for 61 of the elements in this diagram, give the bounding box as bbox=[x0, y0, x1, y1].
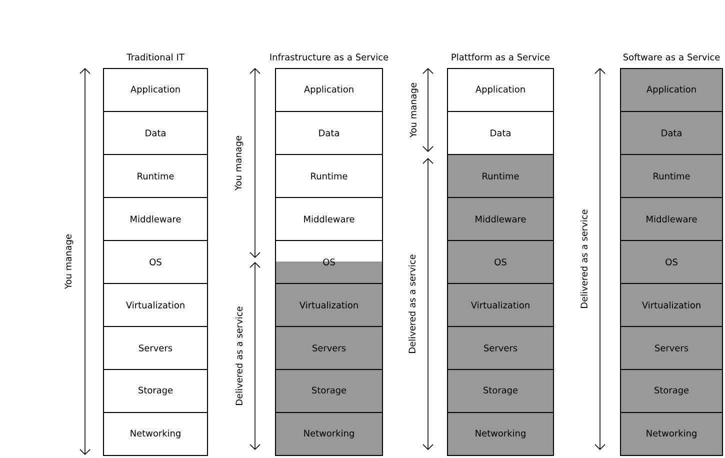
node-label: Storage bbox=[484, 386, 518, 396]
node-label: OS bbox=[494, 258, 506, 266]
node-label: Storage bbox=[312, 386, 346, 396]
node-label: Runtime bbox=[482, 172, 519, 180]
node-label: Traditional IT bbox=[126, 54, 184, 60]
node-label: Software as a Service bbox=[623, 54, 720, 60]
layer-box: OS bbox=[103, 240, 208, 284]
layer-box: Servers bbox=[103, 326, 208, 370]
arrow-label: Delivered as a service bbox=[580, 182, 588, 335]
layer-box: Virtualization bbox=[447, 282, 554, 327]
layer-box: Runtime bbox=[447, 154, 554, 198]
arrow-label: You manage bbox=[408, 74, 420, 145]
node-label: OS bbox=[666, 258, 678, 266]
node-label: Middleware bbox=[476, 216, 526, 222]
node-label: Data bbox=[662, 130, 682, 136]
layer-box: Storage bbox=[103, 368, 208, 413]
layer-box: Data bbox=[275, 110, 383, 155]
layer-box: Networking bbox=[103, 412, 208, 456]
node-label: Infrastructure as a Service bbox=[270, 54, 388, 60]
layer-box: Application bbox=[103, 68, 208, 112]
layer-box: Application bbox=[275, 68, 383, 112]
node-label: Virtualization bbox=[642, 302, 700, 308]
arrow-label: Delivered as a service bbox=[234, 280, 244, 432]
layer-box: OS bbox=[620, 240, 723, 284]
node-label: Runtime bbox=[654, 172, 690, 180]
node-label: Servers bbox=[484, 344, 518, 352]
layer-box: Storage bbox=[275, 368, 383, 413]
layer-box: Data bbox=[103, 110, 208, 155]
node-label: Application bbox=[646, 86, 696, 94]
layer-box: OS bbox=[447, 240, 554, 284]
node-label: Middleware bbox=[646, 216, 697, 222]
layer-box: Application bbox=[620, 68, 723, 112]
layer-box: Networking bbox=[447, 412, 554, 456]
layer-box: Virtualization bbox=[103, 282, 208, 327]
node-label: Virtualization bbox=[470, 302, 530, 308]
node-label: Storage bbox=[654, 386, 689, 396]
node-label: Virtualization bbox=[299, 302, 358, 308]
layer-box: Storage bbox=[620, 368, 723, 413]
layer-box: Networking bbox=[275, 412, 383, 456]
layer-box: Networking bbox=[620, 412, 723, 456]
layer-box: Runtime bbox=[620, 154, 723, 198]
arrow-label: Delivered as a service bbox=[408, 228, 416, 380]
layer-box: Data bbox=[620, 110, 723, 155]
node-label: Plattform as a Service bbox=[452, 54, 550, 60]
layer-box: Servers bbox=[447, 326, 554, 370]
layer-box: Data bbox=[447, 110, 554, 155]
layer-box: Middleware bbox=[447, 196, 554, 241]
layer-box: Runtime bbox=[275, 154, 383, 198]
layer-box: Middleware bbox=[620, 196, 723, 241]
layer-box: Storage bbox=[447, 368, 554, 413]
layer-box: Runtime bbox=[103, 154, 208, 198]
layer-box: Servers bbox=[275, 326, 383, 370]
layer-box: Middleware bbox=[103, 196, 208, 241]
layer-box: Virtualization bbox=[620, 282, 723, 327]
arrow-label: You manage bbox=[64, 185, 74, 338]
layer-box: Application bbox=[447, 68, 554, 112]
node-label: Servers bbox=[655, 344, 688, 352]
layer-box: Servers bbox=[620, 326, 723, 370]
arrow-label: You manage bbox=[234, 86, 244, 239]
node-label: Servers bbox=[312, 344, 346, 352]
layer-box: Middleware bbox=[275, 196, 383, 241]
